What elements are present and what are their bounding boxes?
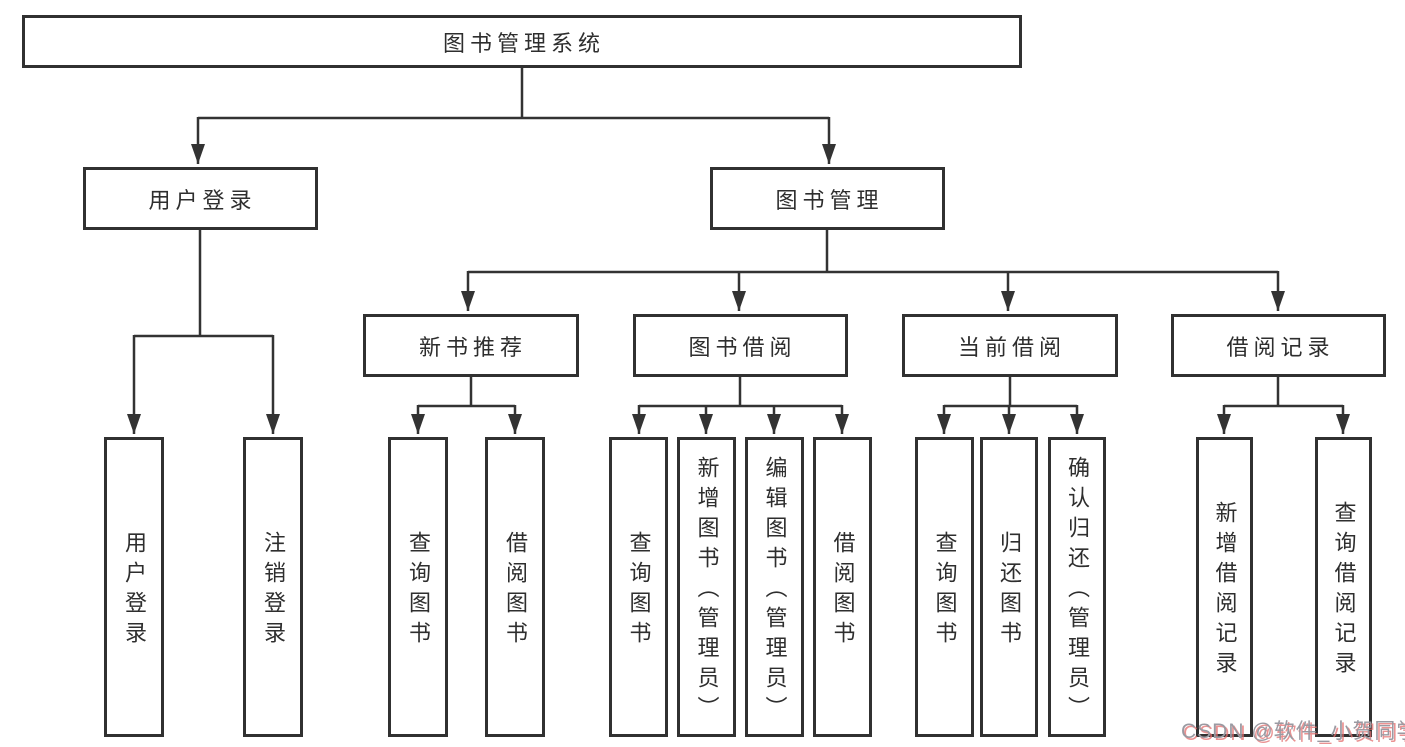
node-borrow-records: 借阅记录 — [1171, 314, 1386, 377]
leaf-borrow-book: 借阅图书 — [813, 437, 872, 737]
connector-user-login-fanout — [127, 230, 280, 434]
leaf-borrow-book-recommend: 借阅图书 — [485, 437, 545, 737]
connector-book-borrow-fanout — [632, 377, 849, 434]
node-book-management: 图书管理 — [710, 167, 945, 230]
leaf-query-book-borrow-label: 查询图书 — [626, 531, 652, 651]
node-new-book-recommend: 新书推荐 — [363, 314, 579, 377]
connector-new-book-fanout — [411, 377, 522, 434]
csdn-watermark: CSDN @软件_小贺同学 — [1181, 720, 1405, 743]
leaf-add-book-admin-label: 新增图书（管理员） — [694, 456, 720, 726]
leaf-add-borrow-record: 新增借阅记录 — [1196, 437, 1253, 737]
leaf-query-book-current-label: 查询图书 — [932, 531, 958, 651]
leaf-user-login-label: 用户登录 — [122, 531, 147, 651]
leaf-query-borrow-record-label: 查询借阅记录 — [1331, 501, 1357, 681]
leaf-edit-book-admin: 编辑图书（管理员） — [745, 437, 804, 737]
connector-root-to-level2 — [191, 68, 836, 164]
leaf-add-borrow-record-label: 新增借阅记录 — [1212, 501, 1238, 681]
leaf-logout-label: 注销登录 — [261, 531, 286, 651]
leaf-add-book-admin: 新增图书（管理员） — [677, 437, 736, 737]
leaf-return-book-label: 归还图书 — [997, 531, 1022, 651]
leaf-confirm-return-admin-label: 确认归还（管理员） — [1065, 456, 1090, 726]
leaf-return-book: 归还图书 — [980, 437, 1038, 737]
leaf-logout: 注销登录 — [243, 437, 303, 737]
node-root-system: 图书管理系统 — [22, 15, 1022, 68]
node-book-management-label: 图书管理 — [775, 187, 884, 213]
connector-book-mgmt-fanout — [461, 230, 1285, 311]
leaf-confirm-return-admin: 确认归还（管理员） — [1048, 437, 1106, 737]
node-new-book-recommend-label: 新书推荐 — [418, 334, 527, 360]
leaf-query-borrow-record: 查询借阅记录 — [1315, 437, 1372, 737]
node-current-borrow-label: 当前借阅 — [957, 334, 1066, 360]
node-user-login-label: 用户登录 — [148, 187, 257, 213]
node-book-borrow-label: 图书借阅 — [688, 334, 797, 360]
node-current-borrow: 当前借阅 — [902, 314, 1118, 377]
leaf-query-book-recommend: 查询图书 — [388, 437, 448, 737]
connector-current-borrow-fanout — [937, 377, 1084, 434]
leaf-query-book-recommend-label: 查询图书 — [406, 531, 431, 651]
node-book-borrow: 图书借阅 — [633, 314, 848, 377]
leaf-query-book-borrow: 查询图书 — [609, 437, 668, 737]
leaf-user-login: 用户登录 — [104, 437, 164, 737]
node-user-login: 用户登录 — [83, 167, 318, 230]
leaf-borrow-book-label: 借阅图书 — [830, 531, 856, 651]
node-borrow-records-label: 借阅记录 — [1226, 334, 1335, 360]
connector-borrow-records-fanout — [1217, 377, 1350, 434]
leaf-borrow-book-recommend-label: 借阅图书 — [503, 531, 528, 651]
node-root-label: 图书管理系统 — [442, 30, 605, 56]
leaf-edit-book-admin-label: 编辑图书（管理员） — [762, 456, 788, 726]
leaf-query-book-current: 查询图书 — [915, 437, 974, 737]
